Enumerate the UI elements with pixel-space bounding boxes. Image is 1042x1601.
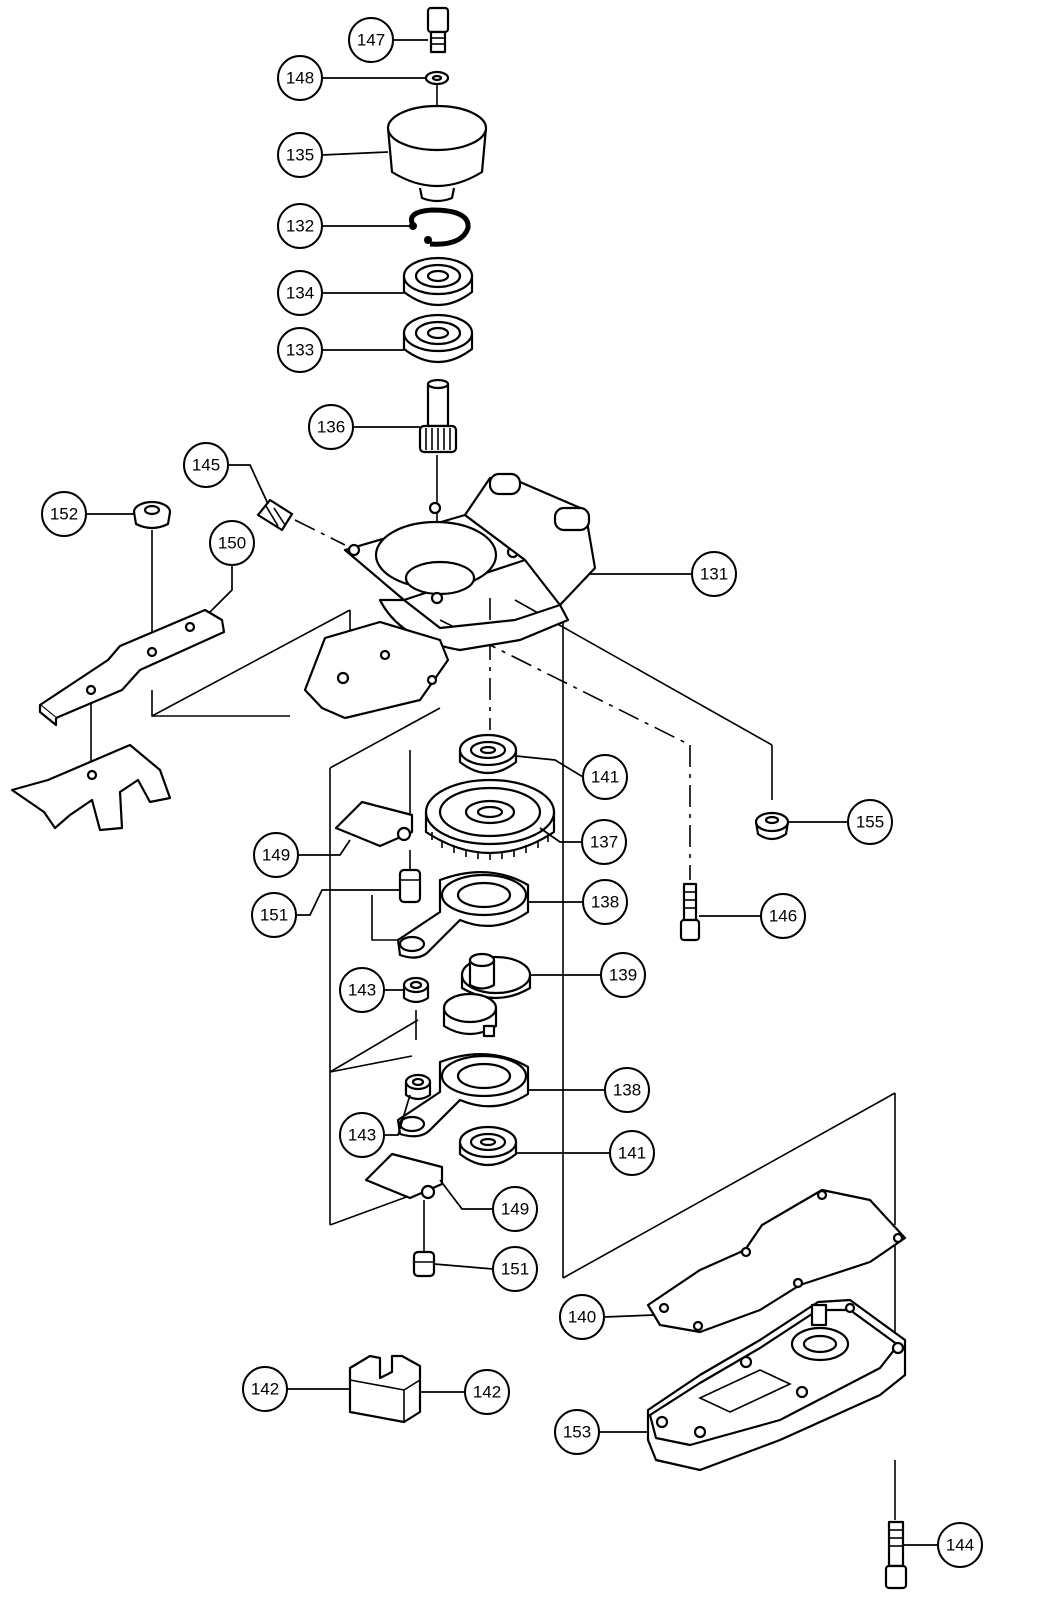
callout-146: 146	[760, 893, 806, 939]
washer-148	[424, 70, 450, 86]
callout-label: 146	[769, 907, 797, 926]
plate-149-lower	[364, 1152, 444, 1200]
bearing-133	[402, 313, 474, 363]
callout-134: 134	[277, 270, 323, 316]
bearing-141-upper	[458, 733, 518, 774]
callout-label: 139	[609, 966, 637, 985]
grease-nipple-145	[256, 498, 294, 532]
connecting-rod-138-lower	[396, 1053, 530, 1138]
gear-cover-153	[646, 1298, 907, 1472]
gear-housing-131	[303, 472, 597, 720]
bolt-144	[884, 1520, 908, 1590]
callout-151-lower: 151	[492, 1246, 538, 1292]
callout-155: 155	[847, 799, 893, 845]
bolt-146	[679, 882, 701, 942]
callout-label: 149	[262, 846, 290, 865]
callout-label: 140	[568, 1308, 596, 1327]
callout-label: 141	[618, 1144, 646, 1163]
callout-label: 136	[317, 418, 345, 437]
callout-142-right: 142	[464, 1369, 510, 1415]
pinion-shaft-136	[418, 378, 458, 454]
callout-label: 151	[260, 906, 288, 925]
callout-label: 144	[946, 1536, 974, 1555]
connecting-rod-138-upper	[396, 871, 530, 959]
callout-label: 137	[590, 833, 618, 852]
callout-152: 152	[41, 491, 87, 537]
callout-143-lower: 143	[339, 1112, 385, 1158]
callout-151-upper: 151	[251, 892, 297, 938]
callout-147: 147	[348, 17, 394, 63]
assembly-guide-lines	[90, 72, 896, 1520]
callout-140: 140	[559, 1294, 605, 1340]
callout-137: 137	[581, 819, 627, 865]
callout-label: 134	[286, 284, 314, 303]
callout-139: 139	[600, 952, 646, 998]
plate-149-upper	[334, 800, 414, 848]
cup-cover-135	[386, 104, 488, 203]
callout-label: 152	[50, 505, 78, 524]
blade-guide	[10, 743, 172, 832]
bearing-134	[402, 256, 474, 306]
bolt-147	[426, 6, 450, 54]
callout-149-lower: 149	[492, 1186, 538, 1232]
block-142	[348, 1354, 422, 1424]
bushing-143-upper	[402, 976, 430, 1004]
snap-ring-132	[409, 207, 471, 247]
callout-150: 150	[209, 520, 255, 566]
callout-138-upper: 138	[582, 879, 628, 925]
callout-label: 142	[251, 1380, 279, 1399]
callout-138-lower: 138	[604, 1067, 650, 1113]
nut-155	[754, 811, 790, 841]
nut-152	[132, 500, 172, 530]
callout-132: 132	[277, 203, 323, 249]
callout-148: 148	[277, 55, 323, 101]
callout-141-upper: 141	[582, 754, 628, 800]
blade-plate-150	[38, 608, 226, 727]
callout-label: 151	[501, 1260, 529, 1279]
callout-133: 133	[277, 327, 323, 373]
callout-label: 142	[473, 1383, 501, 1402]
callout-label: 150	[218, 534, 246, 553]
callout-143-upper: 143	[339, 967, 385, 1013]
callout-145: 145	[183, 442, 229, 488]
bushing-143-lower	[404, 1073, 432, 1101]
callout-label: 153	[563, 1423, 591, 1442]
callout-leaders	[86, 39, 938, 1546]
callout-label: 138	[613, 1081, 641, 1100]
callout-label: 133	[286, 341, 314, 360]
gear-137	[424, 778, 556, 860]
callout-141-lower: 141	[609, 1130, 655, 1176]
bolt-151-upper	[398, 868, 422, 904]
callout-135: 135	[277, 132, 323, 178]
gasket-140	[646, 1188, 907, 1334]
callout-label: 147	[357, 31, 385, 50]
callout-136: 136	[308, 404, 354, 450]
callout-label: 132	[286, 217, 314, 236]
callout-label: 143	[348, 1126, 376, 1145]
callout-131: 131	[691, 551, 737, 597]
callout-label: 131	[700, 565, 728, 584]
callout-153: 153	[554, 1409, 600, 1455]
callout-142-left: 142	[242, 1366, 288, 1412]
callout-label: 135	[286, 146, 314, 165]
crank-139	[442, 952, 532, 1038]
callout-label: 145	[192, 456, 220, 475]
callout-label: 148	[286, 69, 314, 88]
bearing-141-lower	[458, 1125, 518, 1166]
callout-label: 143	[348, 981, 376, 1000]
callout-label: 149	[501, 1200, 529, 1219]
callout-label: 138	[591, 893, 619, 912]
callout-label: 155	[856, 813, 884, 832]
callout-label: 141	[591, 768, 619, 787]
bolt-151-lower	[412, 1250, 436, 1278]
callout-149-upper: 149	[253, 832, 299, 878]
callout-144: 144	[937, 1522, 983, 1568]
